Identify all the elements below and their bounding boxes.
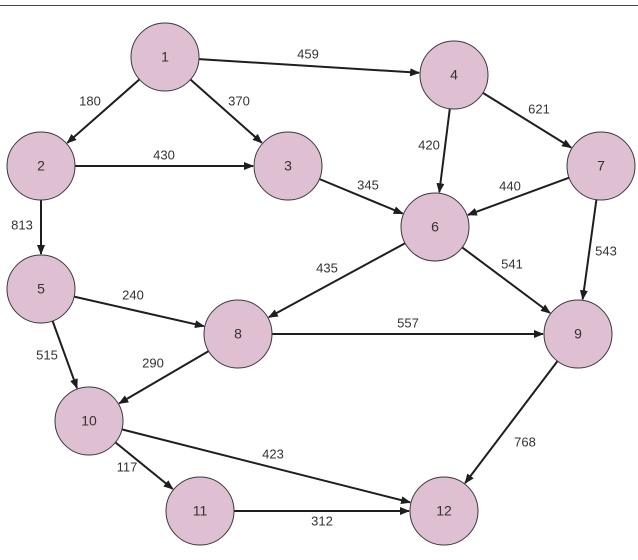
node-circle-6 — [400, 192, 470, 262]
edge-weight-5-8: 240 — [122, 287, 144, 302]
edge-10-12 — [121, 428, 412, 505]
node-7: 7 — [566, 131, 636, 201]
edge-1-4 — [198, 58, 421, 77]
edge-weight-6-9: 541 — [501, 256, 523, 271]
edge-7-9 — [579, 199, 598, 301]
node-label-7: 7 — [597, 158, 605, 174]
node-9: 9 — [543, 299, 613, 369]
node-circle-8 — [203, 299, 273, 369]
node-4: 4 — [419, 40, 489, 110]
edge-weight-5-10: 515 — [36, 347, 58, 362]
node-12: 12 — [409, 476, 479, 546]
edge-weight-1-4: 459 — [297, 46, 319, 61]
edge-weight-9-12: 768 — [514, 434, 536, 449]
node-circle-1 — [130, 22, 200, 92]
node-label-2: 2 — [37, 158, 45, 174]
edge-weight-3-6: 345 — [357, 177, 379, 192]
node-circle-4 — [419, 40, 489, 110]
node-10: 10 — [54, 386, 124, 456]
edge-weight-4-7: 621 — [528, 101, 550, 116]
node-label-11: 11 — [193, 503, 208, 519]
node-circle-11 — [165, 476, 235, 546]
top-rule — [0, 5, 638, 6]
node-label-9: 9 — [574, 326, 582, 342]
edge-7-6 — [466, 176, 570, 216]
node-circle-7 — [566, 131, 636, 201]
node-8: 8 — [203, 299, 273, 369]
node-circle-5 — [6, 254, 76, 324]
node-circle-12 — [409, 476, 479, 546]
edge-4-7 — [482, 92, 573, 149]
node-5: 5 — [6, 254, 76, 324]
edge-weight-7-6: 440 — [499, 178, 521, 193]
edges-layer — [37, 58, 598, 515]
edge-weight-8-9: 557 — [397, 315, 419, 330]
edge-8-10 — [118, 350, 210, 405]
edge-weight-6-8: 435 — [316, 260, 338, 275]
node-circle-10 — [54, 386, 124, 456]
edge-10-11 — [114, 441, 174, 490]
node-label-3: 3 — [284, 158, 292, 174]
node-2: 2 — [6, 131, 76, 201]
node-11: 11 — [165, 476, 235, 546]
edge-weight-2-5: 813 — [11, 217, 33, 232]
edge-9-12 — [464, 360, 559, 484]
edge-weight-7-9: 543 — [595, 243, 617, 258]
edge-6-8 — [267, 242, 406, 319]
edge-1-3 — [189, 78, 263, 144]
node-label-1: 1 — [161, 49, 169, 65]
edge-weight-10-11: 117 — [117, 459, 138, 474]
edge-5-10 — [51, 320, 78, 390]
node-label-8: 8 — [234, 326, 242, 342]
node-label-5: 5 — [37, 281, 45, 297]
node-6: 6 — [400, 192, 470, 262]
node-label-4: 4 — [450, 67, 458, 83]
edge-weight-10-12: 423 — [262, 446, 284, 461]
edge-weight-11-12: 312 — [311, 513, 333, 528]
node-label-6: 6 — [431, 219, 439, 235]
edge-4-6 — [436, 108, 451, 194]
edge-weight-1-3: 370 — [228, 93, 250, 108]
edge-5-8 — [73, 295, 205, 329]
node-circle-9 — [543, 299, 613, 369]
edge-weight-1-2: 180 — [79, 93, 101, 108]
edge-6-9 — [461, 246, 551, 314]
edge-3-6 — [319, 178, 404, 215]
node-circle-2 — [6, 131, 76, 201]
edge-weight-8-10: 290 — [142, 355, 164, 370]
edge-weight-4-6: 420 — [418, 137, 440, 152]
node-1: 1 — [130, 22, 200, 92]
node-circle-3 — [253, 131, 323, 201]
edge-weight-2-3: 430 — [153, 147, 175, 162]
node-label-12: 12 — [436, 503, 452, 519]
node-label-10: 10 — [81, 413, 97, 429]
node-3: 3 — [253, 131, 323, 201]
edge-1-2 — [66, 78, 141, 144]
